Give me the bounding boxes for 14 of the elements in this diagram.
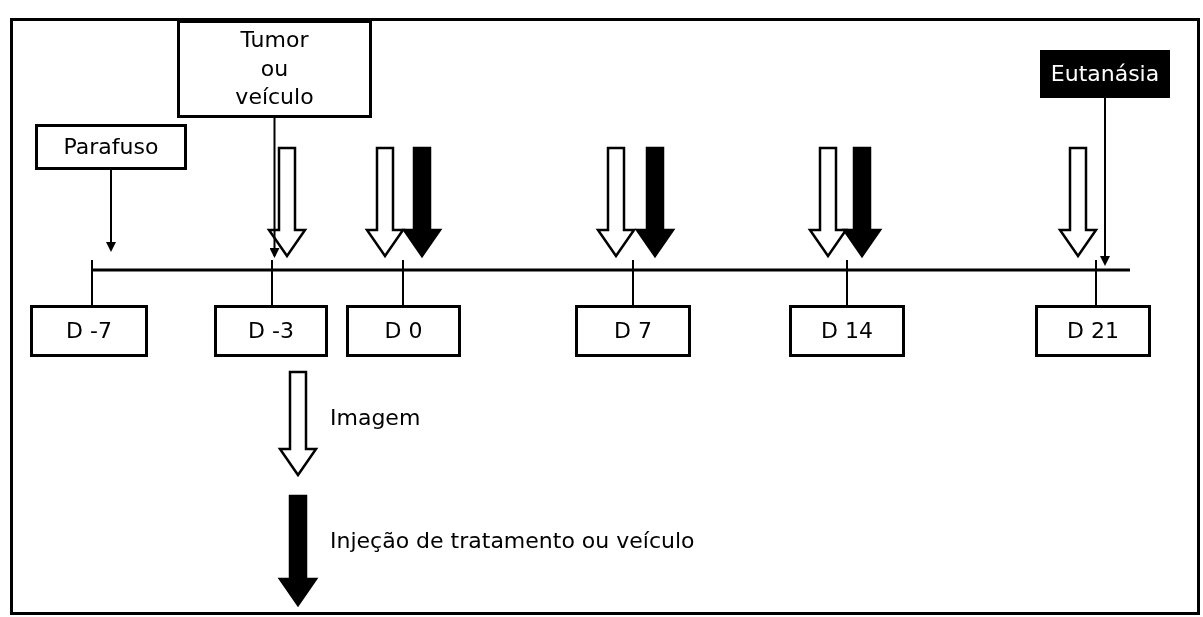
- label-box: D -3: [214, 305, 328, 357]
- arrow: [269, 117, 280, 258]
- label-box: D -7: [30, 305, 148, 357]
- label-box: D 7: [575, 305, 691, 357]
- arrow: [1100, 97, 1110, 266]
- label-box: D 21: [1035, 305, 1151, 357]
- arrow: [106, 169, 116, 252]
- legend-text: Injeção de tratamento ou veículo: [330, 528, 695, 553]
- label-box: D 0: [346, 305, 461, 357]
- label-box: D 14: [789, 305, 905, 357]
- label-box: Tumor ou veículo: [177, 20, 372, 118]
- legend-text: Imagem: [330, 405, 421, 430]
- label-box: Parafuso: [35, 124, 187, 170]
- label-box: Eutanásia: [1040, 50, 1170, 98]
